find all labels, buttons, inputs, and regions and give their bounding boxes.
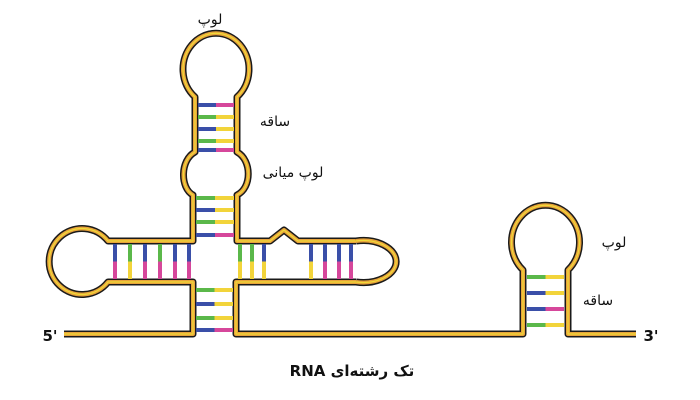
label-right-stem: ساقه <box>583 293 613 309</box>
base-pairs <box>113 103 564 332</box>
label-three-prime: 3' <box>643 327 658 345</box>
strand-right-arm-and-tail-highlight <box>235 204 636 335</box>
strand-right-arm-loop-highlight <box>355 239 397 284</box>
rna-strand <box>45 29 636 338</box>
label-middle-loop: لوپ میانی <box>263 165 324 181</box>
strand-top-left-side-highlight <box>48 32 356 335</box>
label-top-stem: ساقه <box>260 114 290 130</box>
label-top-loop: لوپ <box>198 12 223 28</box>
label-five-prime: 5' <box>42 327 57 345</box>
caption: RNA تک رشته‌ای <box>290 362 415 380</box>
label-right-loop: لوپ <box>602 235 627 251</box>
strand-right-arm-loop-body <box>355 238 399 285</box>
